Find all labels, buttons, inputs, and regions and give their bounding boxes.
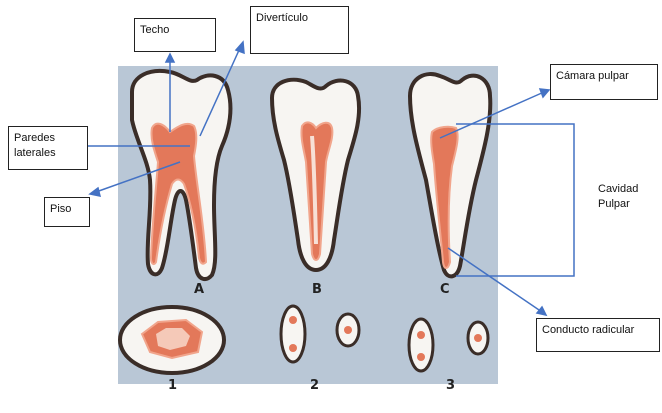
cross-section-2b-canal — [344, 326, 352, 334]
label-piso: Piso — [44, 197, 90, 227]
label-camara-text: Cámara pulpar — [556, 70, 629, 82]
figure-letter-b: B — [312, 282, 322, 297]
piso-arrowhead — [90, 188, 100, 196]
diverticulo-arrowhead — [236, 42, 244, 53]
label-cavidad-pulpar: Cavidad Pulpar — [598, 182, 658, 212]
conducto-arrowhead — [537, 307, 546, 315]
figure-number-3: 3 — [446, 378, 455, 393]
cross-section-2a — [281, 306, 305, 362]
label-paredes-line1: Paredes — [14, 131, 82, 146]
cross-section-3a — [409, 319, 433, 371]
label-diverticulo: Divertículo — [250, 6, 349, 54]
label-conducto-text: Conducto radicular — [542, 324, 634, 336]
label-diverticulo-text: Divertículo — [256, 12, 308, 24]
label-camara-pulpar: Cámara pulpar — [550, 64, 658, 100]
cross-section-2a-canal-bottom — [289, 344, 297, 352]
cross-section-3b-canal — [474, 334, 482, 342]
label-techo: Techo — [134, 18, 216, 52]
label-paredes-line2: laterales — [14, 146, 82, 161]
camara-arrowhead — [540, 89, 549, 97]
cross-section-1 — [120, 307, 224, 373]
techo-arrowhead — [166, 54, 174, 62]
figure-number-2: 2 — [310, 378, 319, 393]
figure-letter-c: C — [440, 282, 450, 297]
figure-number-1: 1 — [168, 378, 177, 393]
figure-letter-a: A — [194, 282, 204, 297]
label-techo-text: Techo — [140, 24, 169, 36]
label-cavidad-line2: Pulpar — [598, 197, 658, 212]
label-conducto-radicular: Conducto radicular — [536, 318, 660, 352]
cross-section-2a-canal-top — [289, 316, 297, 324]
label-cavidad-line1: Cavidad — [598, 182, 658, 197]
label-piso-text: Piso — [50, 203, 71, 215]
cross-section-3a-canal-bottom — [417, 353, 425, 361]
label-paredes-laterales: Paredes laterales — [8, 126, 88, 170]
cross-section-3a-canal-top — [417, 331, 425, 339]
